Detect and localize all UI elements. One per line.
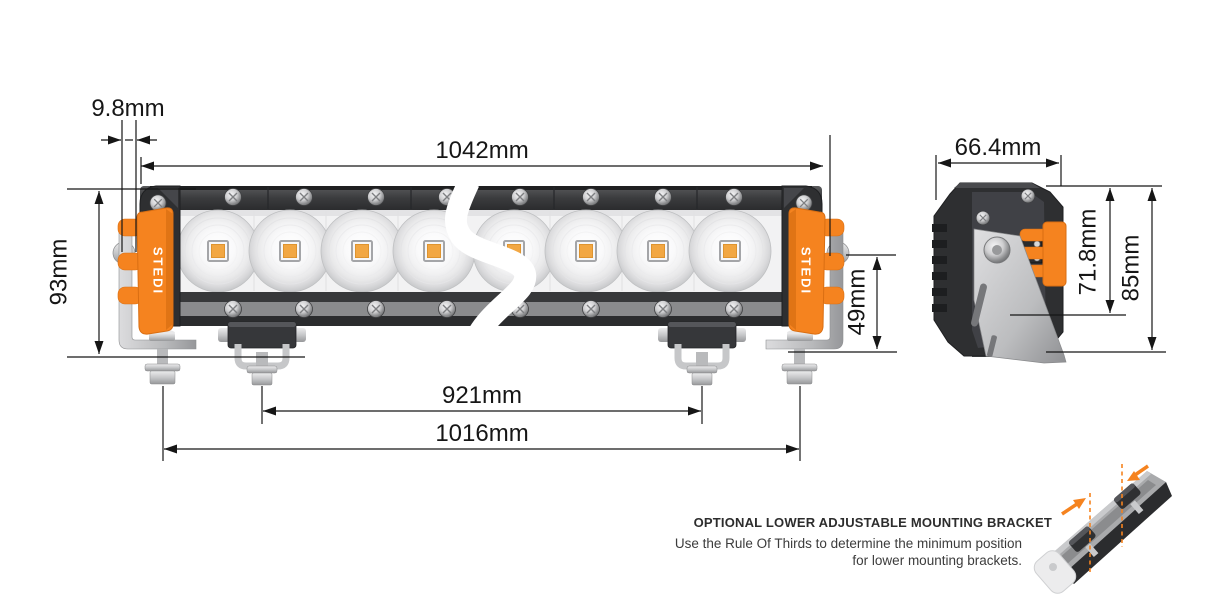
dim-overall-length: 1042mm [140, 135, 831, 256]
front-view: STEDI STEDI [112, 177, 850, 386]
screw-icon [653, 299, 673, 319]
dimension-label: 921mm [442, 382, 522, 409]
screw-icon [223, 299, 243, 319]
note-line-1: Use the Rule Of Thirds to determine the … [675, 536, 1022, 551]
dimension-label: 93mm [46, 239, 73, 306]
note-heading: OPTIONAL LOWER ADJUSTABLE MOUNTING BRACK… [694, 515, 1052, 530]
dimension-label: 85mm [1118, 235, 1145, 302]
dim-lower-bracket-height: 49mm [788, 254, 897, 353]
left-slide-mount [218, 321, 306, 386]
iso-slide-mount [1113, 483, 1144, 515]
right-slide-mount [658, 321, 746, 386]
led-lens [248, 209, 332, 293]
screw-icon [294, 299, 314, 319]
dimension-label: 71.8mm [1075, 209, 1102, 296]
screw-icon [510, 187, 530, 207]
screw-icon [437, 299, 457, 319]
led-lens [616, 209, 700, 293]
dimension-label: 49mm [844, 269, 871, 336]
iso-adjust-arrows [1061, 464, 1149, 516]
screw-icon [223, 187, 243, 207]
screw-icon [294, 187, 314, 207]
left-side-clamp: STEDI [117, 207, 174, 335]
dim-height: 93mm [46, 188, 305, 358]
screw-icon [581, 299, 601, 319]
heatsink-fins [932, 224, 947, 312]
screw-icon [724, 187, 744, 207]
screw-icon [975, 210, 991, 226]
iso-view [1033, 464, 1172, 594]
dim-depth: 66.4mm [935, 134, 1062, 200]
led-lens [688, 209, 772, 293]
led-lens [320, 209, 404, 293]
screw-icon [366, 187, 386, 207]
dimension-label: 66.4mm [955, 134, 1042, 161]
led-lens [176, 209, 260, 293]
dimension-label: 1042mm [435, 137, 528, 164]
note-block: OPTIONAL LOWER ADJUSTABLE MOUNTING BRACK… [675, 515, 1052, 568]
dim-overall-height: 85mm [1046, 188, 1166, 353]
dim-bracket-offset: 9.8mm [91, 95, 165, 252]
screw-icon [1020, 188, 1036, 204]
brand-logo-right: STEDI [799, 247, 814, 295]
break-symbol [444, 177, 537, 356]
light-bar-body [140, 177, 822, 356]
right-side-clamp: STEDI [788, 207, 845, 335]
screw-icon [581, 187, 601, 207]
iso-end-cap [1033, 550, 1077, 594]
dim-outer-mount-spacing: 1016mm [162, 386, 801, 461]
screw-icon [724, 299, 744, 319]
screw-icon [366, 299, 386, 319]
note-line-2: for lower mounting brackets. [852, 553, 1022, 568]
dimension-label: 1016mm [435, 420, 528, 447]
dim-rear-height: 71.8mm [1010, 185, 1162, 316]
iso-adjust-guides [1089, 464, 1123, 572]
side-view [932, 182, 1067, 364]
dim-inner-mount-spacing: 921mm [261, 382, 703, 424]
right-mount-bracket [765, 232, 850, 385]
led-lens [544, 209, 628, 293]
dimension-label: 9.8mm [91, 95, 164, 122]
screw-icon [653, 187, 673, 207]
side-bracket [970, 228, 1067, 364]
iso-slide-mount [1068, 526, 1099, 558]
dimensions: 9.8mm 1042mm 93mm 49mm 921mm [46, 95, 1166, 461]
brand-logo-left: STEDI [151, 247, 166, 295]
